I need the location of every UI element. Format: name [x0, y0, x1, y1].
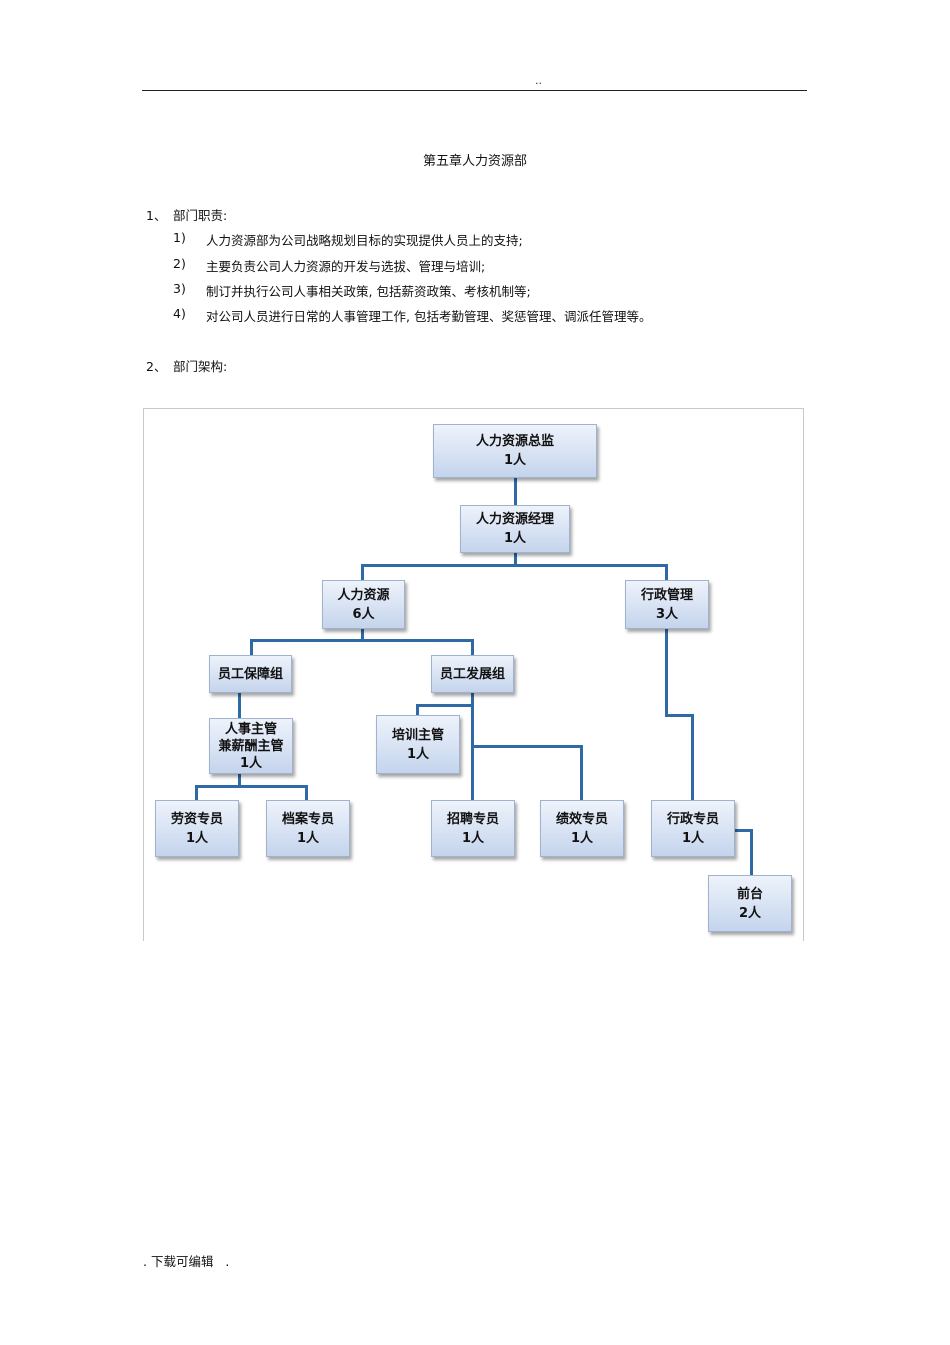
org-node-count: 1人	[296, 830, 320, 846]
connector-line	[195, 785, 198, 801]
org-node-title: 劳资专员	[170, 811, 223, 827]
connector-line	[665, 564, 668, 581]
section2-label: 部门架构:	[173, 359, 228, 374]
connector-line	[665, 628, 668, 716]
connector-line	[361, 564, 364, 581]
org-node-title: 行政管理	[640, 587, 693, 603]
org-node-title: 员工发展组	[439, 666, 505, 682]
connector-line	[361, 564, 668, 567]
connector-line	[416, 704, 474, 707]
org-node-title: 行政专员	[666, 811, 719, 827]
section2-number: 2、	[146, 359, 167, 374]
org-node-title: 档案专员	[281, 811, 334, 827]
connector-line	[750, 829, 753, 876]
connector-line	[514, 477, 517, 506]
org-node-training-supervisor: 培训主管 1人	[376, 715, 460, 774]
org-node-count: 1人	[406, 746, 430, 762]
duty-item-number: 4)	[173, 306, 186, 321]
org-node-admin-specialist: 行政专员 1人	[651, 800, 735, 857]
duty-item-number: 3)	[173, 281, 186, 296]
org-node-title: 培训主管	[391, 727, 444, 743]
org-node-admin: 行政管理 3人	[625, 580, 709, 629]
section1-label: 部门职责:	[173, 208, 228, 223]
org-node-title: 人力资源	[337, 587, 390, 603]
duty-item-text: 对公司人员进行日常的人事管理工作, 包括考勤管理、奖惩管理、调派任管理等。	[206, 309, 652, 324]
header-rule	[142, 90, 807, 91]
connector-line	[691, 714, 694, 801]
page-title: 第五章人力资源部	[422, 154, 527, 169]
org-node-hr-director: 人力资源总监 1人	[433, 424, 597, 478]
header-mark: ..	[535, 74, 542, 87]
org-node-title: 人力资源总监	[475, 434, 554, 449]
org-node-count: 1人	[570, 830, 594, 846]
connector-line	[250, 639, 253, 656]
org-node-count: 3人	[655, 606, 679, 622]
org-node-count: 1人	[503, 453, 527, 468]
org-node-title: 员工保障组	[217, 666, 283, 682]
connector-line	[735, 829, 753, 832]
org-node-title: 绩效专员	[555, 811, 608, 827]
org-node-hr: 人力资源 6人	[322, 580, 405, 629]
connector-line	[665, 714, 694, 717]
org-node-count: 6人	[352, 606, 375, 622]
org-node-count: 1人	[503, 531, 527, 546]
org-node-dev-group: 员工发展组	[431, 655, 514, 693]
connector-line	[305, 785, 308, 801]
connector-line	[471, 745, 583, 748]
org-chart: 人力资源总监 1人 人力资源经理 1人 人力资源 6人 行政管理 3人 员工保障…	[143, 408, 804, 941]
duty-item-number: 1)	[173, 230, 186, 245]
connector-line	[238, 773, 241, 787]
org-node-title: 人力资源经理	[475, 512, 554, 527]
org-node-archive-specialist: 档案专员 1人	[266, 800, 350, 857]
org-node-count: 1人	[681, 830, 705, 846]
connector-line	[361, 628, 364, 641]
org-node-count: 1人	[461, 830, 485, 846]
org-node-hr-manager: 人力资源经理 1人	[460, 505, 570, 553]
connector-line	[195, 785, 308, 788]
connector-line	[416, 704, 419, 716]
org-node-title: 兼薪酬主管	[218, 738, 284, 754]
org-node-title: 人事主管	[224, 721, 277, 737]
connector-line	[238, 692, 241, 719]
org-node-title: 前台	[736, 886, 763, 902]
org-node-count: 1人	[185, 830, 209, 846]
org-node-personnel-supervisor: 人事主管 兼薪酬主管 1人	[209, 718, 293, 774]
org-node-count: 2人	[738, 905, 762, 921]
duty-item-number: 2)	[173, 256, 186, 271]
connector-line	[471, 639, 474, 656]
org-node-title: 招聘专员	[446, 811, 499, 827]
connector-line	[250, 639, 474, 642]
duty-item-text: 制订并执行公司人事相关政策, 包括薪资政策、考核机制等;	[206, 284, 531, 299]
org-node-support-group: 员工保障组	[209, 655, 292, 693]
connector-line	[514, 552, 517, 566]
org-node-count: 1人	[239, 755, 263, 771]
duty-item-text: 人力资源部为公司战略规划目标的实现提供人员上的支持;	[206, 233, 523, 248]
org-node-recruit-specialist: 招聘专员 1人	[431, 800, 515, 857]
org-node-performance-specialist: 绩效专员 1人	[540, 800, 624, 857]
connector-line	[580, 745, 583, 801]
org-node-reception: 前台 2人	[708, 875, 792, 932]
page-footer: . 下载可编辑 .	[143, 1254, 230, 1269]
duty-item-text: 主要负责公司人力资源的开发与选拔、管理与培训;	[206, 259, 486, 274]
org-node-labor-specialist: 劳资专员 1人	[155, 800, 239, 857]
section1-number: 1、	[146, 208, 167, 223]
